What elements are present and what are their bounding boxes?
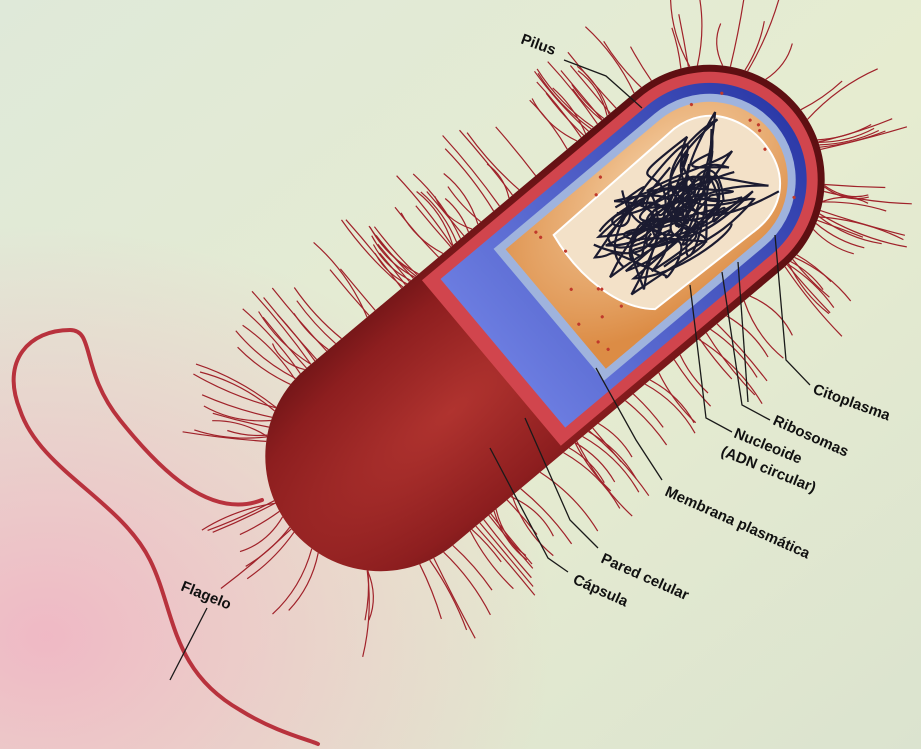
bacterium-diagram: Pilus Citoplasma Ribosomas Nucleoide (AD… xyxy=(0,0,921,749)
